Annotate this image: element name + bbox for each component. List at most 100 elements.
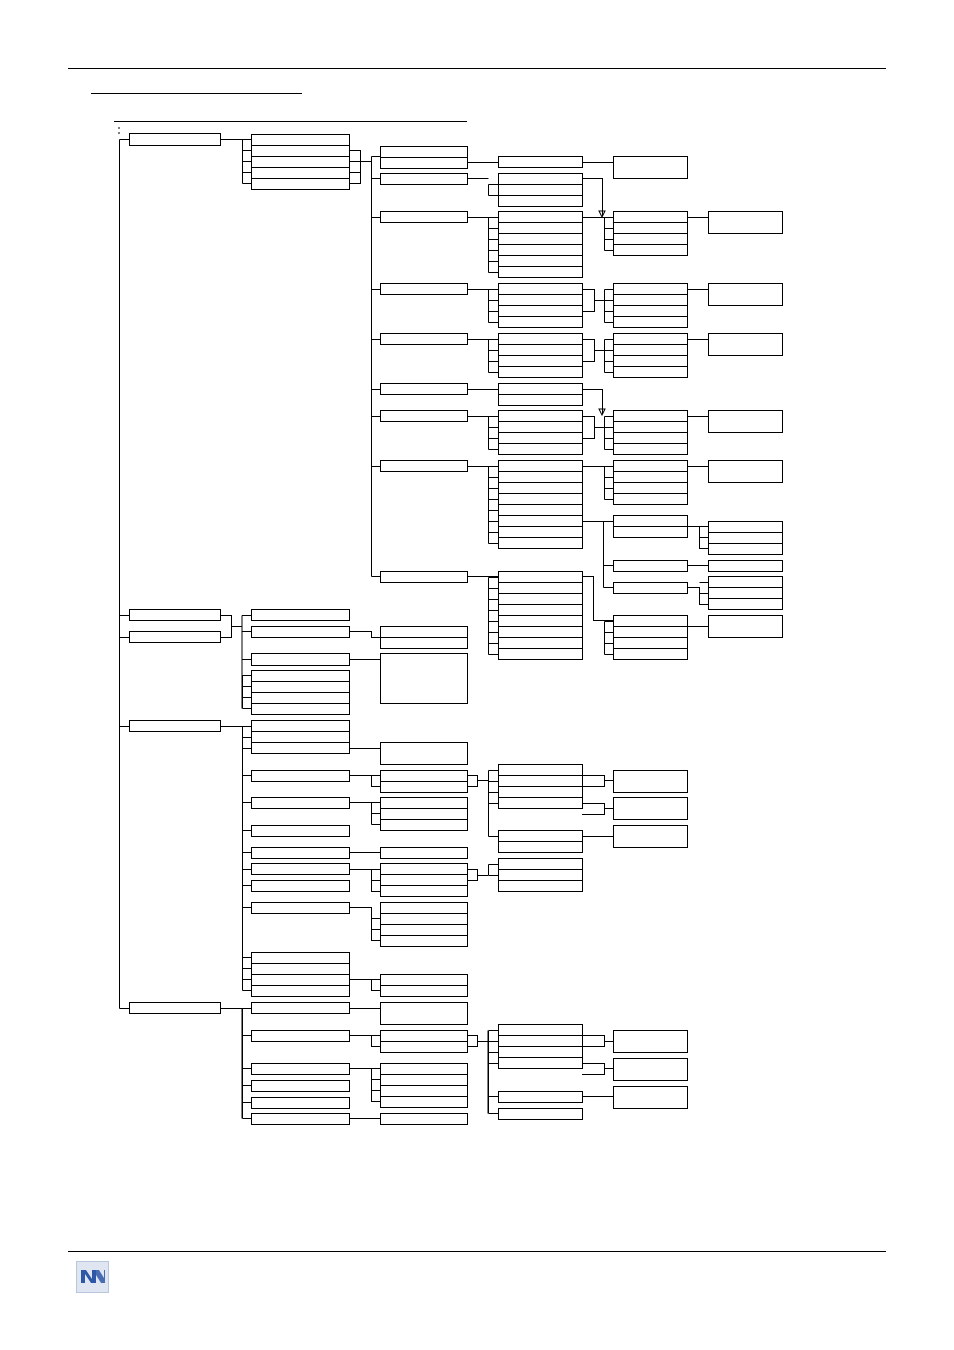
menu-node-box [613,493,688,505]
menu-node-box [498,830,583,842]
menu-node-box [498,786,583,798]
menu-node-box [613,526,688,538]
section-title-underline [91,93,302,94]
menu-node-box [251,703,350,715]
menu-node-box [251,167,350,179]
menu-node-box [380,1074,468,1086]
connector-line [242,675,251,709]
menu-node-box [708,576,783,588]
menu-node-box [380,211,468,223]
menu-node-box [251,1002,350,1014]
menu-node-box [380,797,468,809]
footer-rule [68,1251,886,1252]
menu-node-box [380,985,468,997]
menu-node-box [613,222,688,234]
menu-node-box [708,211,783,234]
menu-node-box [708,560,783,572]
menu-node-box [613,305,688,317]
connector-line [371,802,380,825]
menu-node-box [613,156,688,179]
menu-node-box [613,560,688,572]
menu-node-box [498,493,583,505]
menu-node-box [251,626,350,638]
menu-node-box [613,344,688,356]
connector-line [349,150,371,184]
connector-line [582,521,613,588]
menu-node-box [251,797,350,809]
menu-node-box [498,421,583,433]
menu-node-box [498,515,583,527]
menu-node-box [498,233,583,245]
menu-node-box [251,653,350,666]
menu-node-box [613,797,688,820]
menu-node-box [380,847,468,859]
menu-node-box [251,985,350,997]
menu-node-box [498,410,583,422]
connector-line [349,869,380,892]
menu-node-box [708,543,783,555]
menu-node-box [498,294,583,306]
menu-node-box [129,1002,221,1014]
connector-line [687,526,708,549]
connector-line [242,139,251,184]
menu-node-box [251,1063,350,1075]
menu-node-box [380,1096,468,1108]
connector-line [598,408,606,417]
menu-node-box [251,692,350,704]
menu-node-box [613,355,688,367]
menu-node-box [251,825,350,837]
connector-line [604,416,613,450]
menu-node-box [380,637,468,649]
connector-line [349,1035,380,1047]
menu-node-box [498,841,583,853]
menu-node-box [613,244,688,256]
connector-line [582,178,603,216]
menu-node-box [380,913,468,925]
connector-line [582,803,613,815]
menu-node-box [380,874,468,886]
menu-tree-diagram [118,127,783,1125]
menu-node-box [613,283,688,295]
connector-line [242,726,251,991]
menu-node-box [498,626,583,638]
menu-node-box [498,1057,583,1069]
menu-node-box [498,858,583,870]
connector-line [349,979,380,991]
menu-node-box [251,902,350,914]
menu-node-box [129,133,221,146]
menu-node-box [498,869,583,881]
menu-node-box [613,770,688,793]
menu-node-box [708,521,783,533]
menu-node-box [613,615,688,627]
menu-node-box [498,432,583,444]
menu-node-box [251,609,350,621]
menu-node-box [380,146,468,158]
menu-node-box [129,609,221,621]
menu-node-box [498,460,583,472]
menu-node-box [251,145,350,157]
menu-node-box [498,305,583,317]
header-rule [68,68,886,69]
connector-line [687,582,708,605]
connector-line [488,770,498,837]
menu-node-box [251,134,350,146]
menu-node-box [380,571,468,583]
menu-node-box [498,255,583,267]
menu-node-box [613,1086,688,1109]
connector-line [467,869,488,881]
menu-node-box [380,924,468,936]
menu-node-box [251,880,350,892]
menu-node-box [380,1113,468,1125]
menu-node-box [498,880,583,892]
menu-node-box [498,571,583,583]
connector-line [582,1063,613,1075]
connector-line [467,1035,488,1047]
menu-node-box [380,460,468,472]
menu-node-box [613,410,688,422]
connector-line [582,1035,613,1047]
menu-node-box [613,443,688,455]
menu-node-box [129,720,221,732]
connector-line [604,466,613,500]
connector-line [582,775,613,787]
menu-node-box [498,394,583,406]
